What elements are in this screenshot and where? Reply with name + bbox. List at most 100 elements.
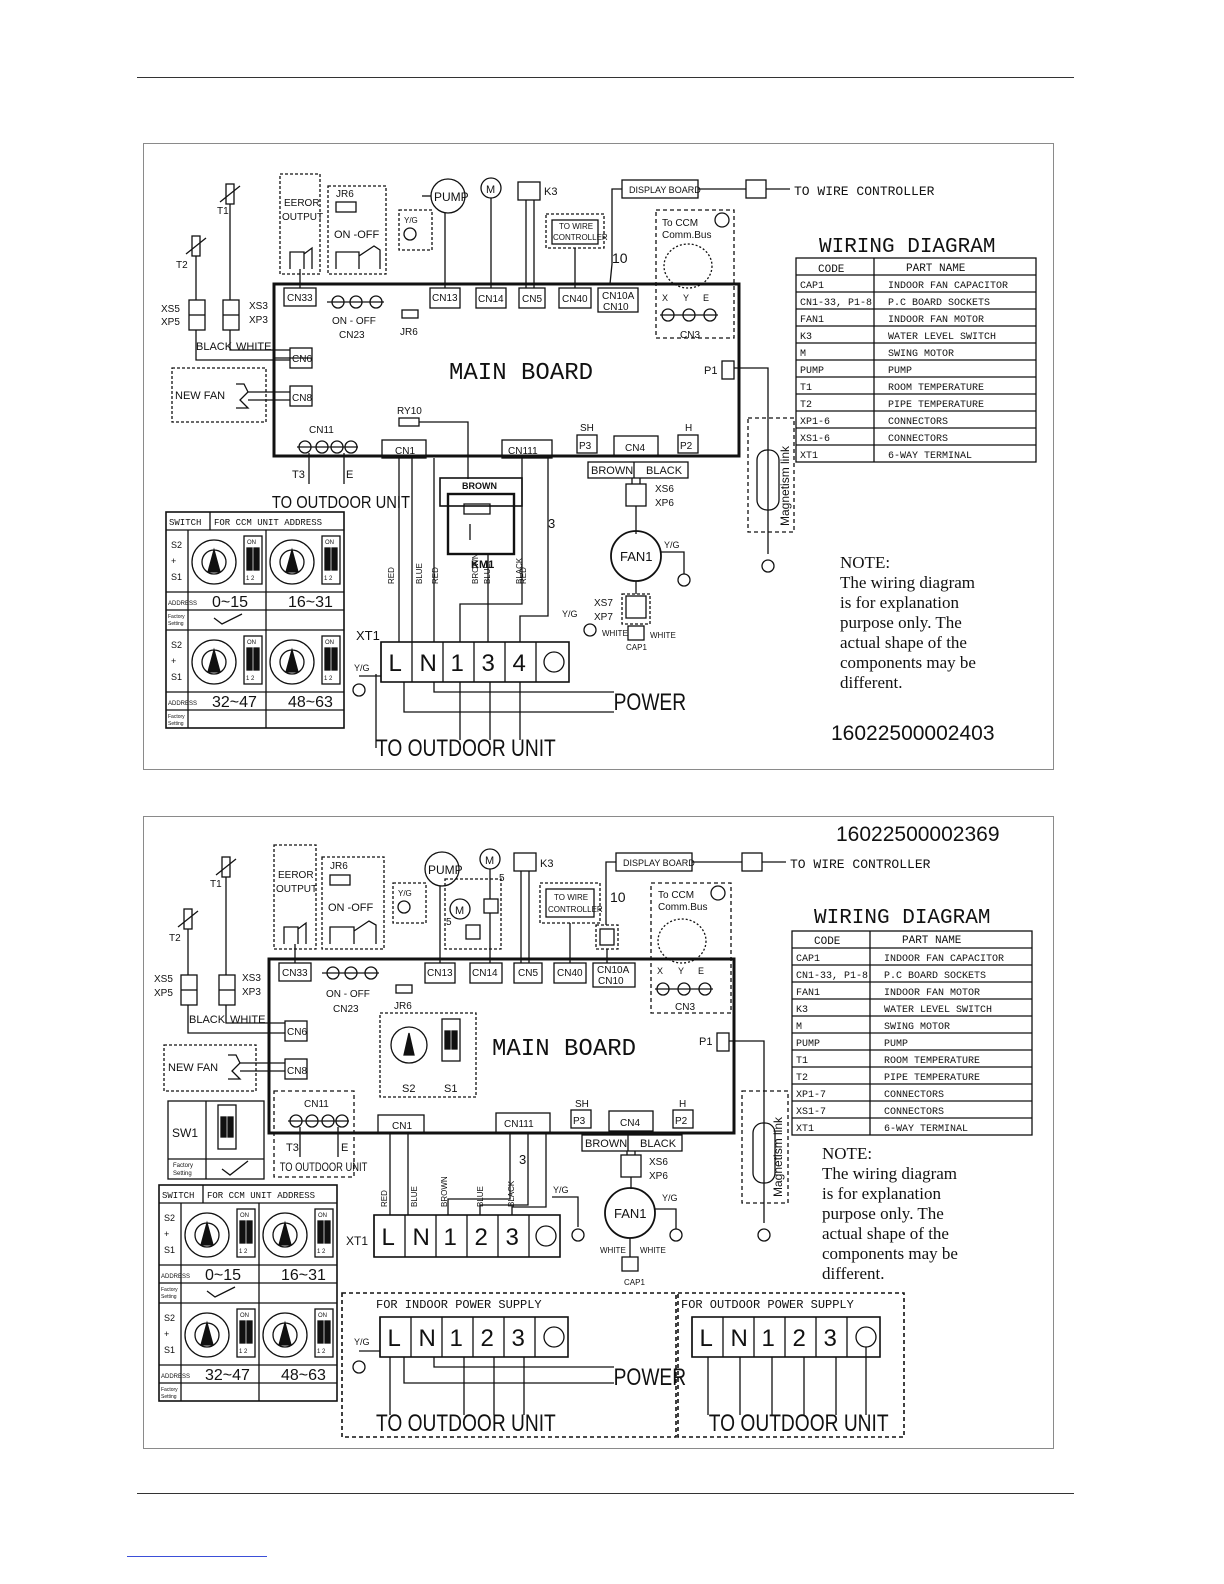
connector-p2 (677, 434, 699, 454)
to-outdoor-unit-bottom: TO OUTDOOR UNIT (376, 1409, 556, 1437)
factory-setting-label: Factory (168, 614, 185, 620)
legend-code: CN1-33, P1-8 (800, 298, 872, 309)
svg-text:To CCM: To CCM (662, 218, 698, 229)
svg-text:NEW FAN: NEW FAN (175, 390, 225, 402)
svg-text:FAN1: FAN1 (614, 1206, 647, 1221)
dip-switch (236, 1308, 256, 1358)
legend-part-name: PUMP (884, 1039, 908, 1050)
note-line: purpose only. The (822, 1204, 944, 1223)
svg-text:P1: P1 (704, 365, 717, 377)
rotary-switch-dial (269, 539, 315, 585)
connector-cn5 (518, 287, 546, 309)
switch-label: + (164, 1329, 169, 1339)
note-line: components may be (840, 653, 976, 672)
svg-text:M: M (486, 184, 495, 196)
note-line: actual shape of the (822, 1224, 949, 1243)
rotary-switch-dial (191, 639, 237, 685)
svg-text:M: M (485, 855, 494, 867)
svg-text:CN13: CN13 (432, 293, 458, 304)
connector-p1 (721, 360, 735, 380)
connector-xs6-xp6 (620, 1154, 642, 1178)
ground-terminal-icon (535, 1225, 557, 1247)
switch-label: S1 (164, 1245, 175, 1255)
dip-number-label: 1 2 (239, 1349, 248, 1355)
legend-part-name: CONNECTORS (884, 1107, 944, 1118)
document-number: 16022500002403 (831, 722, 995, 745)
terminal-2: 2 (481, 1325, 494, 1352)
svg-text:JR6: JR6 (400, 327, 418, 338)
dip-switch (321, 635, 341, 685)
legend-part-name: INDOOR FAN MOTOR (888, 315, 984, 326)
terminal-3: 3 (512, 1325, 525, 1352)
svg-text:JR6: JR6 (394, 1001, 412, 1012)
outdoor-power-supply-box (677, 1292, 905, 1438)
svg-text:Y/G: Y/G (398, 889, 412, 898)
document-number: 16022500002369 (836, 823, 1000, 846)
connector-cn8 (284, 1058, 308, 1080)
ccm-comm-bus: To CCM Comm.Bus X Y E CN3 (650, 882, 732, 1014)
wire-color-label: RED (519, 567, 528, 584)
footer-link-underline (127, 1556, 267, 1557)
svg-text:Magnetism link: Magnetism link (778, 445, 792, 526)
svg-text:Y/G: Y/G (354, 1337, 370, 1347)
jr6-jumper (395, 984, 413, 994)
svg-text:CN111: CN111 (508, 446, 538, 457)
svg-text:CN3: CN3 (680, 330, 700, 341)
ground-icon (714, 212, 730, 228)
main-board-label: MAIN BOARD (449, 360, 593, 387)
legend-code: T2 (796, 1073, 808, 1084)
address-label: ADDRESS (161, 1274, 190, 1280)
svg-text:BLACK: BLACK (189, 1014, 226, 1026)
ground-icon (583, 623, 597, 637)
svg-text:XP5: XP5 (161, 317, 180, 328)
terminal-N: N (731, 1325, 748, 1352)
factory-setting-label: Factory (161, 1387, 178, 1393)
svg-text:DISPLAY BOARD: DISPLAY BOARD (623, 858, 695, 868)
rotary-switch-dial (262, 1212, 308, 1258)
svg-text:P1: P1 (699, 1036, 712, 1048)
ground-terminal-icon (543, 651, 565, 673)
note-line: NOTE: (840, 553, 890, 572)
legend-part-name: CONNECTORS (884, 1090, 944, 1101)
legend-part-name: SWING MOTOR (884, 1022, 950, 1033)
connector-xs6-xp6 (625, 483, 647, 507)
ground-icon (352, 683, 366, 697)
ground-icon (677, 573, 691, 587)
svg-text:T1: T1 (210, 879, 222, 890)
address-head-title: FOR CCM UNIT ADDRESS (207, 1191, 315, 1201)
svg-text:CN1: CN1 (392, 1121, 412, 1132)
svg-text:CN40: CN40 (557, 968, 583, 979)
svg-text:WHITE: WHITE (640, 1246, 666, 1255)
svg-text:CN5: CN5 (518, 968, 538, 979)
legend-part-name: ROOM TEMPERATURE (884, 1056, 980, 1067)
svg-text:CN3: CN3 (675, 1002, 695, 1013)
pump-icon (424, 851, 460, 887)
dip-on-label: ON (240, 1213, 249, 1219)
address-label: ADDRESS (161, 1374, 190, 1380)
svg-text:JR6: JR6 (336, 189, 354, 200)
legend-part-name: P.C BOARD SOCKETS (888, 298, 990, 309)
svg-text:XS5: XS5 (154, 974, 173, 985)
legend-part-name: 6-WAY TERMINAL (884, 1124, 968, 1135)
rotary-switch-dial (269, 639, 315, 685)
terminal-3: 3 (506, 1224, 519, 1251)
terminal-4: 4 (513, 650, 526, 677)
svg-text:FAN1: FAN1 (620, 549, 653, 564)
indoor-power-supply-box (341, 1292, 677, 1438)
connector-cn1 (377, 1114, 425, 1134)
dip-switch (321, 535, 341, 585)
wire-color-label: RED (387, 567, 396, 584)
terminal-N: N (413, 1224, 430, 1251)
svg-text:CN6: CN6 (292, 354, 312, 365)
svg-text:Y/G: Y/G (562, 609, 578, 619)
address-range: 32~47 (205, 1367, 250, 1384)
ground-icon (757, 1228, 771, 1242)
dip-number-label: 1 2 (317, 1249, 326, 1255)
svg-text:T2: T2 (176, 260, 188, 271)
factory-setting-label: Setting (168, 621, 184, 627)
svg-text:EEROR: EEROR (284, 198, 320, 209)
svg-text:Y/G: Y/G (664, 540, 680, 550)
switch-label: S1 (171, 672, 182, 682)
dip-on-label: ON (247, 640, 256, 646)
